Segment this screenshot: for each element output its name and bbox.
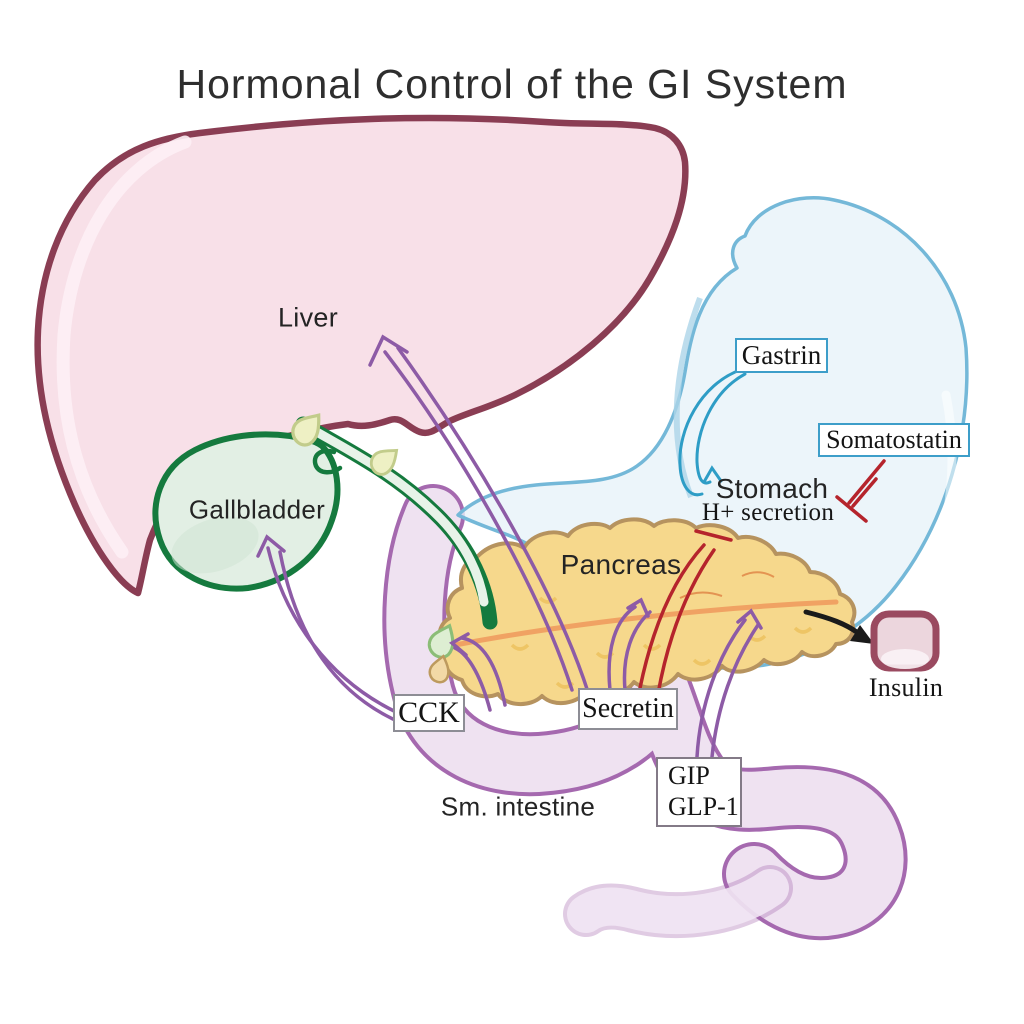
secretin-box: Secretin [578,688,678,730]
droplet-icon [428,654,450,684]
cck-to-gallbladder-arrow [256,534,406,726]
arrowhead-icon [850,625,874,644]
arrowhead-icon [626,597,650,618]
secretin-to-liver-arrow [368,334,590,694]
arrowhead-icon [702,465,723,484]
somatostatin-box-label: Somatostatin [826,425,962,454]
arrowhead-icon [368,334,409,367]
arrowhead-icon [448,632,470,657]
inhibit-bar-icon [835,495,868,523]
page-title: Hormonal Control of the GI System [176,61,848,108]
gip-glp1-box: GIP GLP-1 [656,757,742,827]
gip-to-pancreas-arrow [695,608,763,759]
liver-shape [34,114,689,597]
liver-highlight [56,135,192,559]
bile-duct [295,416,498,630]
droplet-icon [291,413,321,447]
gastrin-to-stomach-arrow [678,368,747,497]
gip-box-line2: GLP-1 [668,792,739,821]
gip-box-line1: GIP [668,761,710,791]
gallbladder-shape [152,431,341,592]
arrowhead-icon [256,534,286,558]
gallbladder-label: Gallbladder [188,494,326,525]
pancreas-vein-lines [679,571,775,599]
droplet-icon [369,448,399,476]
stomach-label: Stomach [715,473,829,504]
insulin-arrow [803,609,861,636]
stomach-gloss [923,390,957,583]
somatostatin-box: Somatostatin [818,423,970,457]
cystic-duct-hook [312,448,343,475]
gastrin-box-label: Gastrin [741,340,822,370]
gallbladder-shading [171,516,259,574]
small-intestine-label: Sm. intestine [440,791,596,822]
inhibit-bar-icon [694,529,733,542]
stomach-fold-line [673,296,703,499]
cck-to-pancreas-arrow [448,632,507,712]
cck-box: CCK [393,694,465,732]
gastrin-box: Gastrin [735,338,828,373]
insulin-release [803,609,940,672]
secretin-box-label: Secretin [582,693,674,724]
pancreatic-duct [452,599,839,648]
insulin-label: Insulin [868,673,944,702]
bile-droplets [291,413,455,684]
secretin-inhibit-acid-arrow [638,529,733,696]
vessel-highlight [881,649,929,669]
inhibition-arrows [638,459,886,696]
somatostatin-inhibit-arrow [835,459,886,523]
h-plus-secretion-label: H+ secretion [701,499,835,526]
pancreas-label: Pancreas [560,549,682,580]
secretin-to-pancreas-arrow [607,597,652,692]
cck-box-label: CCK [398,696,460,729]
liver-label: Liver [277,302,339,333]
arrowhead-icon [736,608,763,630]
stimulation-arrows [256,334,763,759]
